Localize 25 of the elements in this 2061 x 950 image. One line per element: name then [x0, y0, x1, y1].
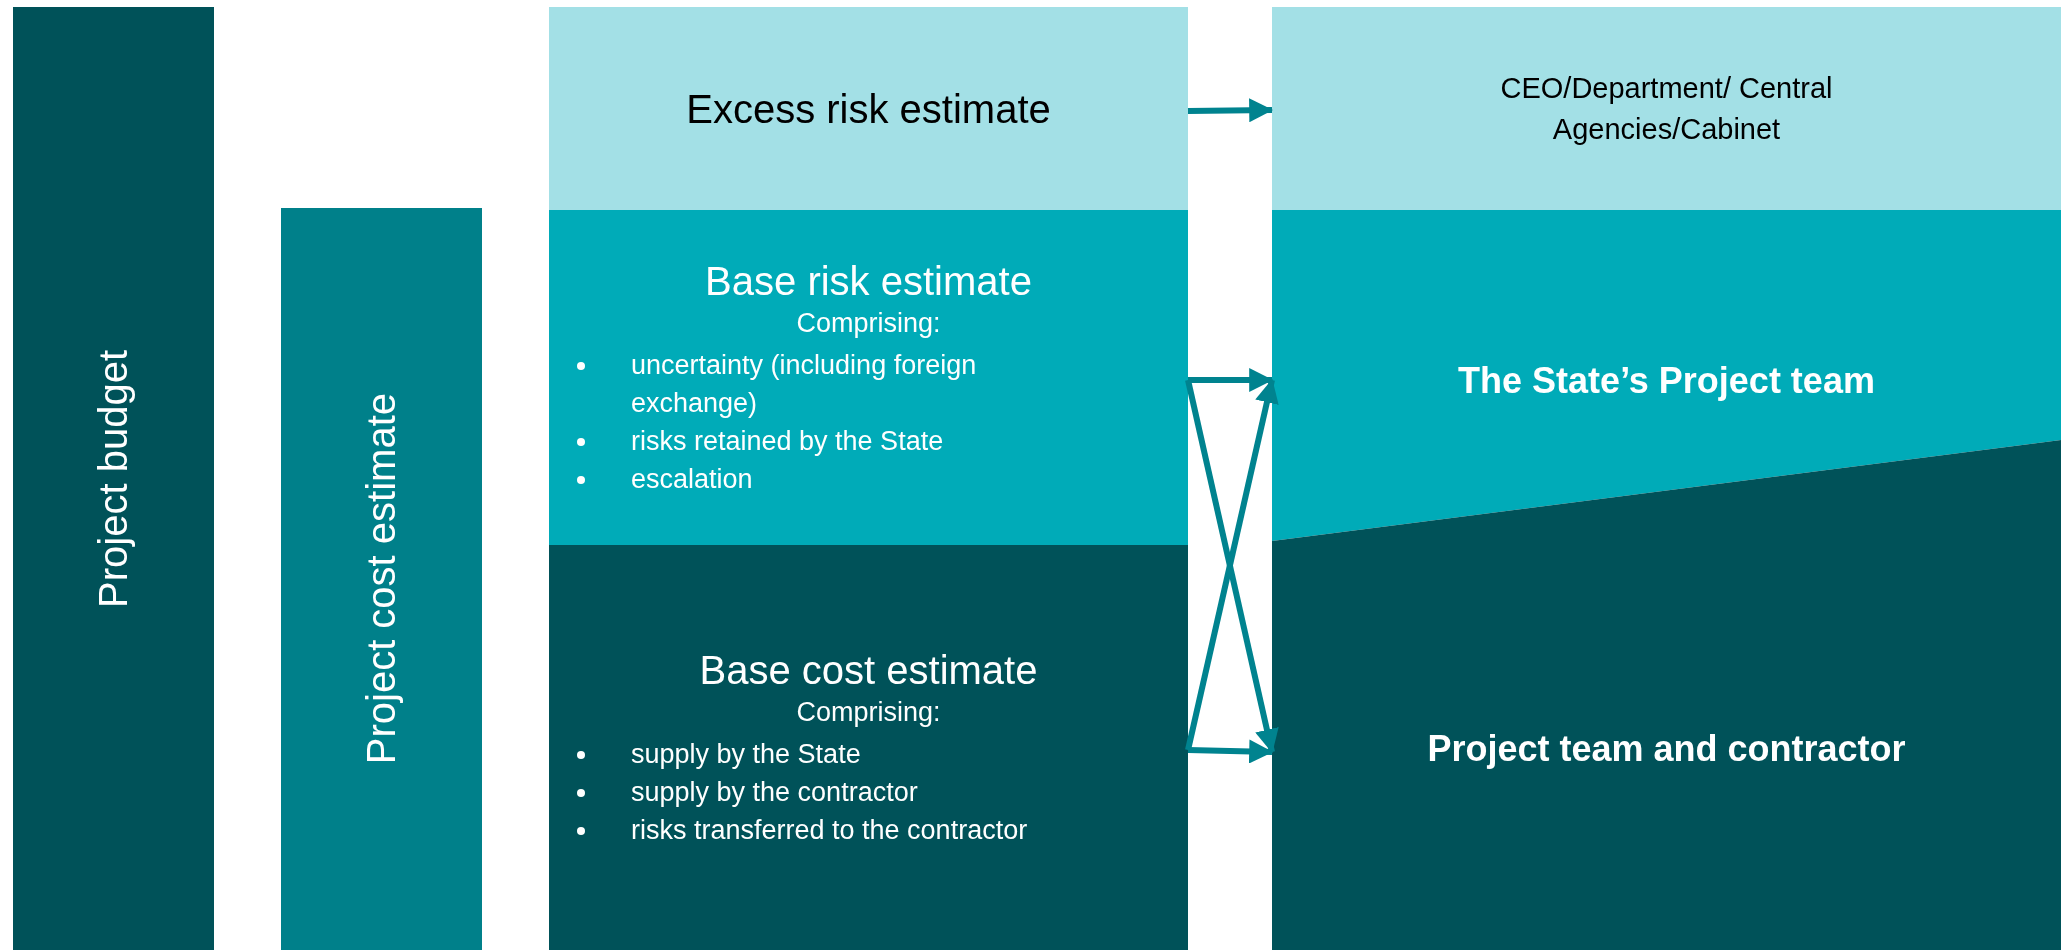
bullet-item: risks retained by the State [631, 426, 944, 457]
block-subtitle: Comprising: [796, 695, 941, 729]
budget-bar [13, 7, 214, 950]
bullet-item: escalation [631, 464, 753, 495]
risk-block [549, 210, 1188, 545]
arrow [1187, 98, 1274, 123]
responsibility-block [1272, 7, 2061, 210]
bullet-item: supply by the contractor [631, 777, 918, 808]
risk-block [549, 7, 1188, 210]
arrow [1188, 368, 1274, 392]
bullet-item: supply by the State [631, 739, 861, 770]
block-title: Excess risk estimate [686, 85, 1051, 133]
bar-title: Project cost estimate [359, 393, 404, 765]
panel-title: Project team and contractor [1426, 728, 1907, 770]
bar-title: Project budget [91, 349, 136, 608]
cost-block [549, 545, 1188, 950]
panel-title: The State’s Project team [1457, 360, 1876, 402]
block-title: Base risk estimate [705, 257, 1032, 305]
block-title: Base cost estimate [699, 646, 1038, 694]
arrow [1187, 739, 1274, 764]
cost-estimate-bar [281, 208, 482, 950]
bullet-item: uncertainty (including foreign exchange) [631, 350, 977, 419]
bullet-item: risks transferred to the contractor [631, 815, 1028, 846]
block-subtitle: Comprising: [796, 306, 941, 340]
block-title: CEO/Department/ Central Agencies/Cabinet [1499, 70, 1834, 147]
